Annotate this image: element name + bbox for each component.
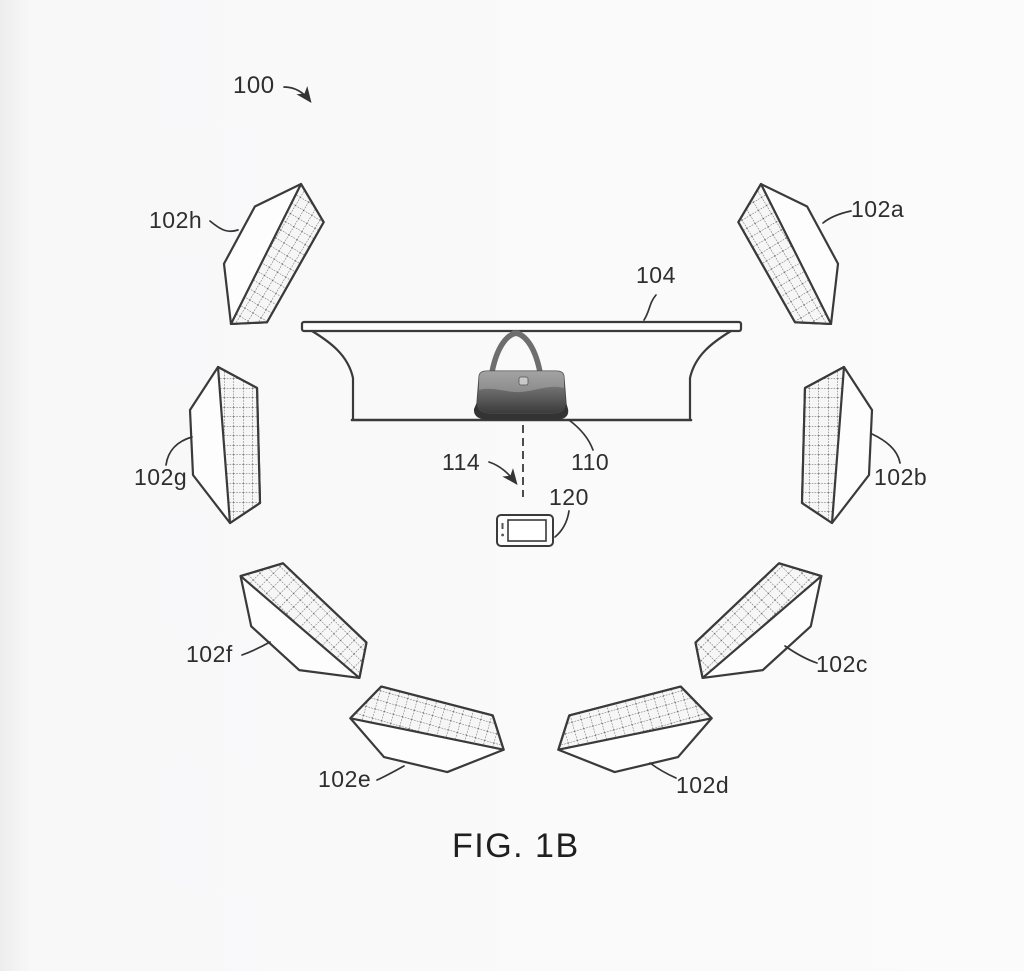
leader-114 [488,461,518,486]
leader-102g [165,436,193,466]
ref-label-120: 120 [549,484,589,510]
light-panel-102h [195,168,339,341]
ref-label-102d: 102d [676,772,730,798]
phone-device [496,514,554,547]
leader-102e [376,765,405,781]
ref-label-102h: 102h [149,207,203,233]
handbag-object [473,330,569,420]
leader-104 [643,294,657,321]
light-panel-102g [188,365,262,525]
ref-label-102f: 102f [186,641,233,667]
ref-label-110: 110 [571,449,610,475]
light-panel-102c [680,545,843,708]
light-panel-102f [219,545,382,708]
leader-100 [283,86,312,104]
phone-speaker [501,523,504,529]
ref-label-102c: 102c [816,651,868,677]
leader-102c [784,645,818,664]
leader-120 [554,510,570,538]
ref-label-114: 114 [442,449,481,475]
figure-title: FIG. 1B [452,827,580,865]
light-panel-ring [188,168,874,790]
ref-label-102a: 102a [851,196,905,222]
light-panel-102a [723,168,867,341]
ref-label-100: 100 [233,72,275,99]
phone-button [501,533,504,537]
leader-102f [241,641,271,656]
ref-label-102g: 102g [134,464,188,490]
ref-label-104: 104 [636,262,676,288]
leader-102d [649,762,677,779]
leader-102a [822,210,852,224]
light-panel-102b [800,365,874,525]
leader-lines [165,86,901,781]
bag-clasp [518,376,529,386]
ref-label-102e: 102e [318,766,372,792]
ref-label-102b: 102b [874,464,928,490]
leader-102b [871,433,901,464]
leader-110 [568,419,594,451]
leader-102h [209,220,239,233]
